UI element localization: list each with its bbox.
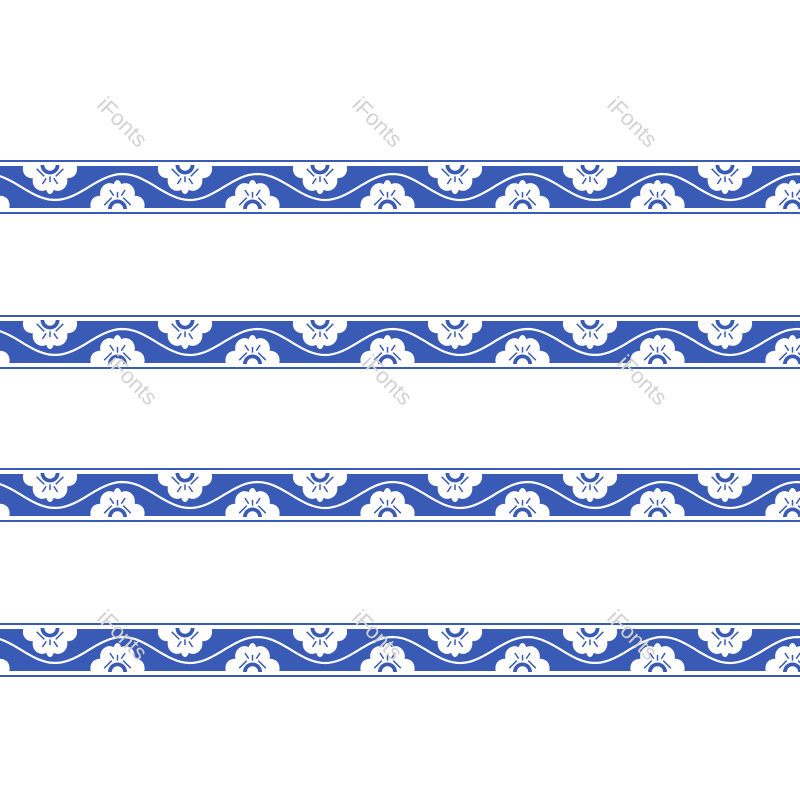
strip-bottom-line (0, 520, 800, 522)
strip-top-line (0, 315, 800, 317)
strip-bottom-line (0, 212, 800, 214)
strip-bottom-line (0, 367, 800, 369)
border-strip-1 (0, 160, 800, 214)
border-strip-2 (0, 315, 800, 369)
wave-line (0, 172, 800, 202)
strip-top-line (0, 468, 800, 470)
strip-top-line (0, 160, 800, 162)
strip-top-line (0, 623, 800, 625)
wave-line (0, 327, 800, 357)
strip-bottom-line (0, 675, 800, 677)
border-strips-layer (0, 160, 800, 677)
border-strip-4 (0, 623, 800, 677)
border-strip-3 (0, 468, 800, 522)
wave-line (0, 635, 800, 665)
wave-line (0, 480, 800, 510)
